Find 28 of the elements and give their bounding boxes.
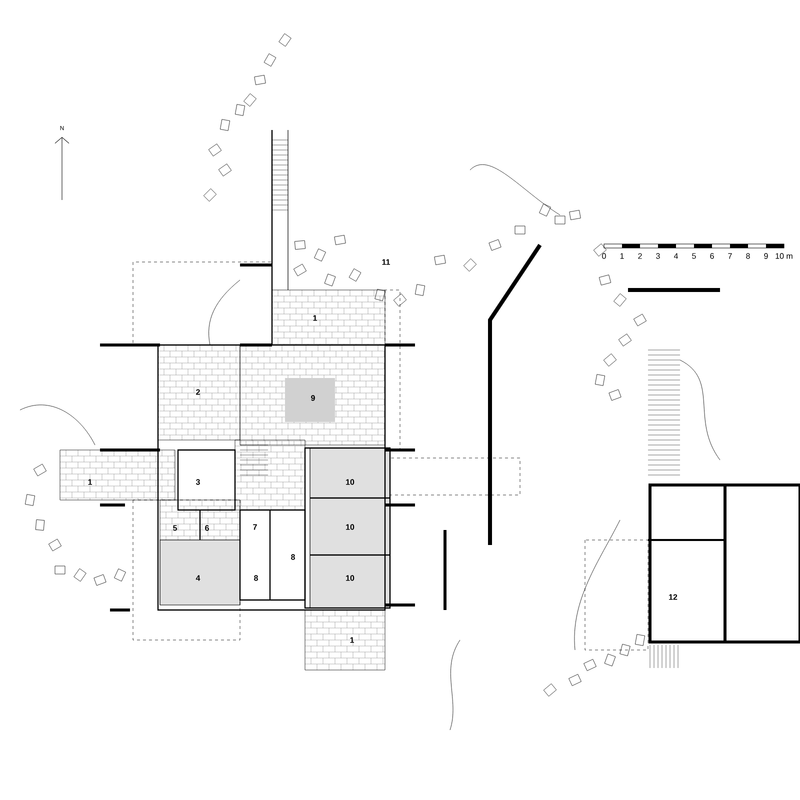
scale-number: 0 [602,253,606,259]
room-number: 1 [313,315,317,321]
room-number: 12 [669,594,678,600]
room-number: 1 [88,479,92,485]
room-number: 5 [173,525,177,531]
scale-number: 8 [746,253,750,259]
room-number: 7 [253,524,257,530]
scale-number: 2 [638,253,642,259]
scale-number: 7 [728,253,732,259]
room-number: 3 [196,479,200,485]
scale-number: 5 [692,253,696,259]
room-number: 9 [311,395,315,401]
room-number: 2 [196,389,200,395]
room-number: 1 [350,637,354,643]
room-number: 10 [346,479,354,485]
scale-number: 6 [710,253,714,259]
room-number: 8 [254,575,258,581]
scale-number: 1 [620,253,624,259]
room-number: 10 [346,575,354,581]
room-number: 10 [346,524,354,530]
room-number: 4 [196,575,200,581]
scale-number: 4 [674,253,678,259]
scale-number: 3 [656,253,660,259]
room-number: 6 [205,525,209,531]
room-number: 8 [291,554,295,560]
scale-number: 10 m [776,253,792,259]
scale-number: 9 [764,253,768,259]
room-number: 11 [382,259,390,265]
